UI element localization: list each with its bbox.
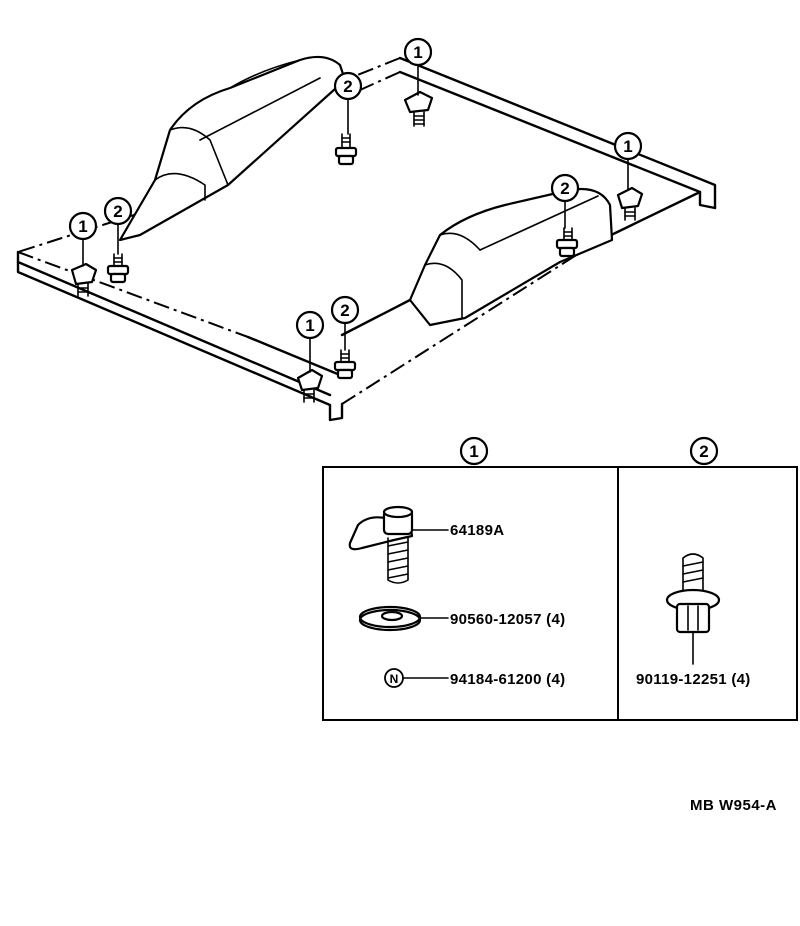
group-1-header: 1 xyxy=(459,436,489,466)
callout-2-right: 2 xyxy=(550,173,580,203)
callout-2-rear: 2 xyxy=(333,71,363,101)
callout-leaders xyxy=(82,64,629,373)
svg-text:2: 2 xyxy=(699,442,708,461)
frame-flange-bolt-2 xyxy=(555,227,579,258)
svg-text:1: 1 xyxy=(623,137,632,156)
svg-text:1: 1 xyxy=(413,43,422,62)
group-2-header: 2 xyxy=(689,436,719,466)
frame-flange-bolt-3 xyxy=(106,253,130,284)
svg-text:1: 1 xyxy=(78,217,87,236)
callout-2-front: 2 xyxy=(330,295,360,325)
bracket-bolt-part xyxy=(348,505,414,584)
frame-assembly xyxy=(16,55,717,422)
svg-text:1: 1 xyxy=(469,442,478,461)
part-number-90560-12057: 90560-12057 (4) xyxy=(450,611,565,628)
callout-1-front: 1 xyxy=(295,310,325,340)
svg-text:2: 2 xyxy=(343,77,352,96)
part-number-94184-61200: 94184-61200 (4) xyxy=(450,671,565,688)
part-number-90119-12251: 90119-12251 (4) xyxy=(636,671,751,688)
callout-1-right: 1 xyxy=(613,131,643,161)
flange-bolt-part xyxy=(665,553,721,634)
callout-1-rear: 1 xyxy=(403,37,433,67)
svg-text:2: 2 xyxy=(340,301,349,320)
frame-flange-bolt-4 xyxy=(333,349,357,380)
frame-bracket-bolt-4 xyxy=(296,368,324,403)
svg-text:2: 2 xyxy=(113,202,122,221)
part-number-64189A: 64189A xyxy=(450,522,504,539)
callout-1-left: 1 xyxy=(68,211,98,241)
svg-text:2: 2 xyxy=(560,179,569,198)
callout-2-left: 2 xyxy=(103,196,133,226)
frame-flange-bolt-1 xyxy=(334,133,358,166)
drawing-code: MB W954-A xyxy=(690,797,777,814)
frame-bracket-bolt-3 xyxy=(70,262,98,297)
frame-bracket-bolt-1 xyxy=(403,90,434,127)
detail-panel: 1 2 64189A 90560-12057 (4) N xyxy=(322,436,798,721)
nut-symbol: N xyxy=(384,668,404,688)
frame-bracket-bolt-2 xyxy=(616,186,644,221)
svg-text:N: N xyxy=(390,672,399,686)
svg-text:1: 1 xyxy=(305,316,314,335)
washer-part xyxy=(358,605,422,632)
